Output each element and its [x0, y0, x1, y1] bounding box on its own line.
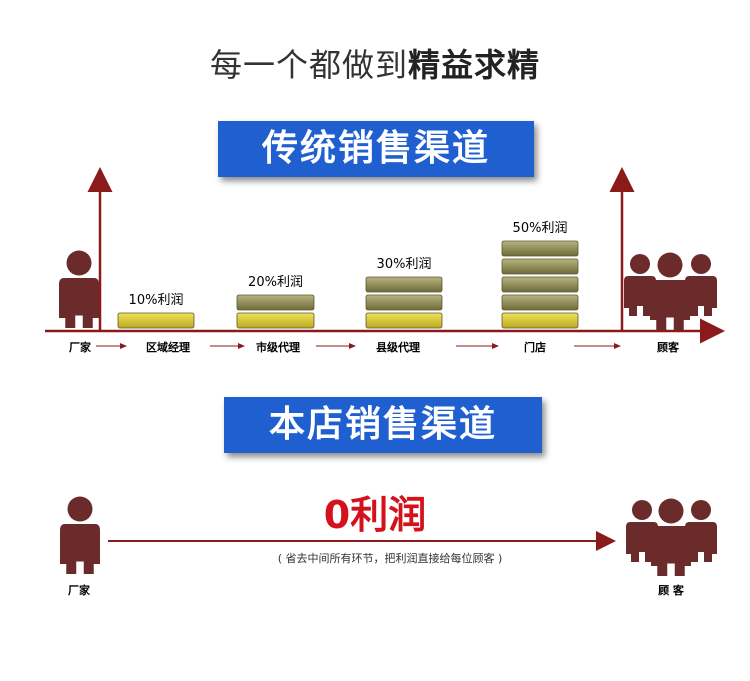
profit-label: 30%利润	[377, 257, 432, 272]
note-text: ( 省去中间所有环节，把利润直接给每位顾客 )	[277, 552, 503, 565]
profit-stack	[117, 312, 195, 329]
stage-label: 厂家	[69, 340, 92, 354]
profit-layer	[501, 294, 579, 311]
profit-stacks: 10%利润 20%利润 30%利润 50%利润	[117, 221, 579, 329]
profit-layer	[117, 312, 195, 329]
profit-label: 50%利润	[513, 221, 568, 236]
traditional-channel-banner: 传统销售渠道	[218, 121, 534, 177]
headline: 每一个都做到精益求精	[0, 40, 750, 86]
headline-normal: 每一个都做到	[209, 46, 408, 84]
profit-layer	[501, 258, 579, 275]
profit-layer	[501, 312, 579, 329]
stage-label: 县级代理	[376, 340, 420, 354]
store-customer-group-icon	[626, 498, 717, 576]
profit-label: 10%利润	[129, 293, 184, 308]
profit-layer	[236, 312, 315, 329]
store-customer-label: 顾 客	[658, 583, 685, 597]
store-channel-banner: 本店销售渠道	[224, 397, 542, 453]
profit-layer	[365, 294, 443, 311]
stage-labels: 厂家 区域经理 市级代理 县级代理 门店 顾客	[69, 340, 680, 354]
profit-layer	[501, 276, 579, 293]
profit-layer	[365, 276, 443, 293]
profit-layer	[236, 294, 315, 311]
profit-layer	[501, 240, 579, 257]
store-manufacturer-label: 厂家	[68, 583, 91, 597]
manufacturer-person-icon	[59, 250, 99, 328]
profit-stack	[236, 294, 315, 329]
profit-stack	[501, 240, 579, 329]
store-manufacturer-person-icon	[60, 496, 100, 574]
profit-layer	[365, 312, 443, 329]
zero-profit-label: 0利润	[323, 493, 427, 537]
profit-stack	[365, 276, 443, 329]
stage-label: 顾客	[657, 340, 680, 354]
stage-label: 市级代理	[256, 340, 300, 354]
stage-label: 门店	[524, 340, 546, 354]
profit-label: 20%利润	[248, 275, 303, 290]
stage-label: 区域经理	[146, 340, 190, 354]
headline-bold: 精益求精	[408, 46, 541, 84]
customer-group-icon	[624, 252, 717, 330]
